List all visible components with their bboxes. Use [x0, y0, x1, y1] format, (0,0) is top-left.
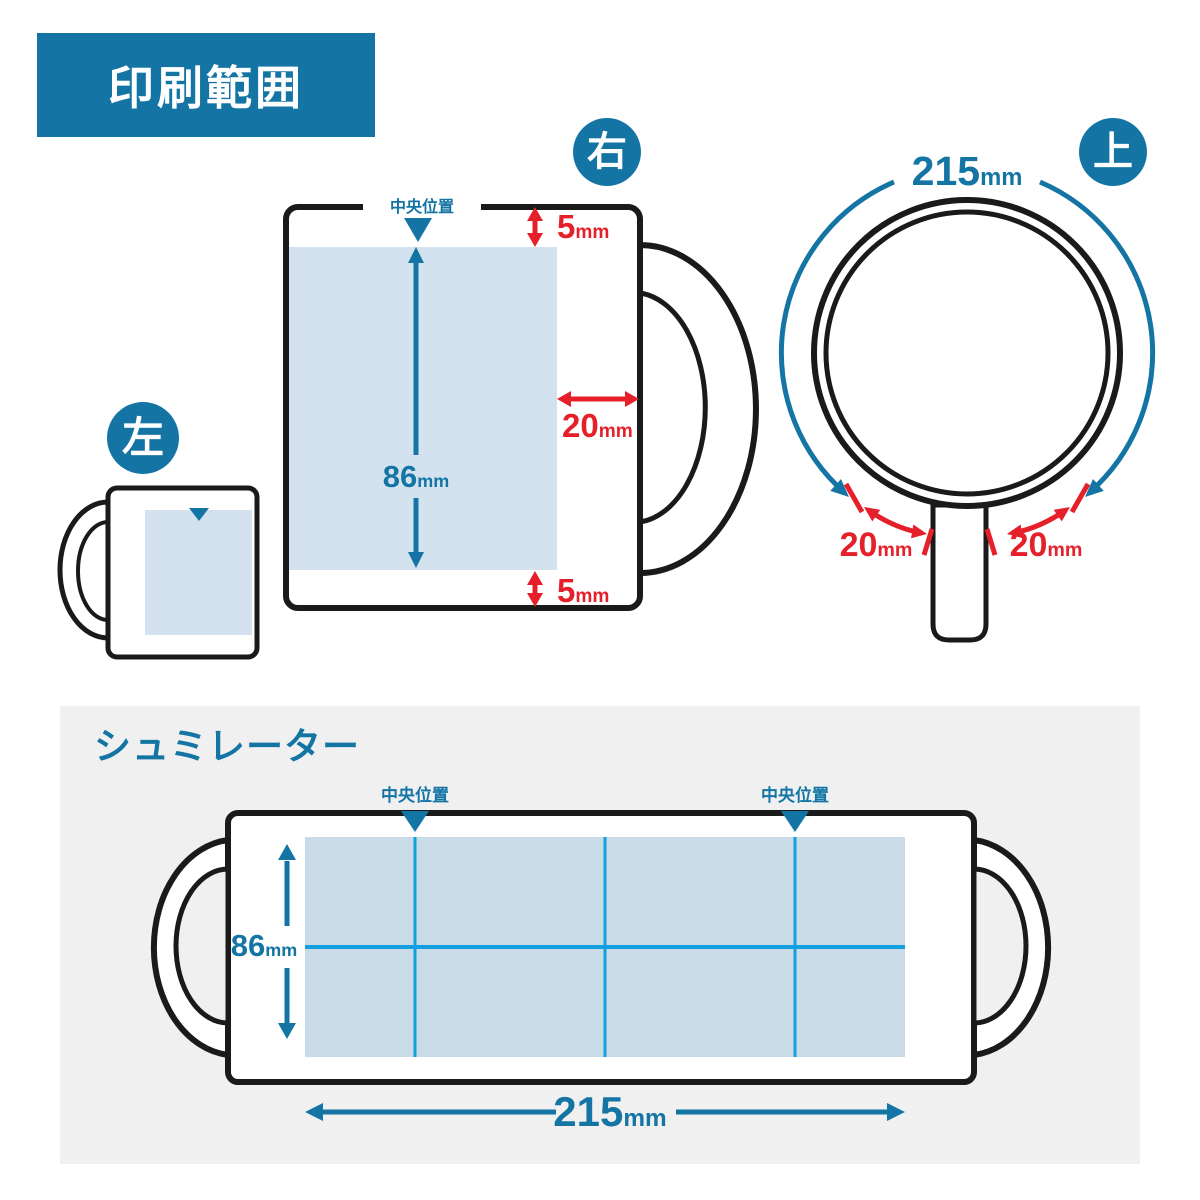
arc-end-tick-right — [1069, 482, 1091, 514]
center-marker-icon — [401, 811, 429, 832]
right-view-badge: 右 — [573, 118, 641, 186]
center-marker-icon — [781, 811, 809, 832]
simulator-title: シュミレーター — [94, 726, 360, 767]
top-view-badge: 上 — [1079, 118, 1147, 186]
height-dimension-arrow — [278, 844, 296, 1039]
print-area — [289, 247, 557, 570]
handle-edge-tick-left — [921, 528, 935, 556]
top-view-mug — [778, 179, 1156, 643]
height-dimension-arrow — [408, 247, 424, 568]
handle-left-gap-label: 20mm — [839, 526, 913, 564]
print-area-grid — [305, 837, 905, 1057]
top-margin-arrow — [527, 207, 543, 247]
mug-handle-top-view — [930, 502, 989, 643]
height-dimension-label: 86mm — [382, 459, 450, 494]
circumference-label: 215mm — [911, 148, 1023, 194]
left-view-mug — [57, 485, 260, 660]
bottom-margin-arrow — [527, 571, 543, 607]
arc-end-tick-left — [843, 482, 865, 514]
center-position-label-2: 中央位置 — [761, 786, 829, 805]
print-range-header: 印刷範囲 — [37, 33, 375, 137]
handle-gap-arrow-right — [1007, 507, 1070, 539]
mug-handle-hole — [76, 520, 110, 622]
mug-handle-left-hole — [173, 866, 231, 1026]
handle-edge-tick-right — [984, 528, 998, 556]
left-view-badge: 左 — [107, 402, 179, 474]
width-dimension-arrow — [305, 1103, 905, 1121]
mug-handle-right-hole — [971, 866, 1029, 1026]
print-area — [145, 510, 252, 635]
handle-right-gap-label: 20mm — [1009, 526, 1083, 564]
center-position-label: 中央位置 — [363, 199, 481, 217]
mug-rim-inner — [823, 209, 1111, 497]
mug-handle-hole — [637, 290, 708, 525]
top-margin-label: 5mm — [557, 208, 610, 245]
circumference-arc — [778, 179, 1156, 497]
bottom-margin-label: 5mm — [557, 572, 610, 609]
side-margin-arrow — [557, 391, 639, 407]
page-title: 印刷範囲 — [108, 62, 304, 114]
handle-gap-arrow-left — [864, 507, 927, 539]
simulator-width-label: 215mm — [553, 1088, 667, 1135]
side-margin-label: 20mm — [562, 407, 633, 444]
simulator-mug — [150, 810, 1052, 1121]
center-marker-icon — [404, 218, 432, 242]
center-position-label-1: 中央位置 — [381, 786, 449, 805]
right-view-mug — [283, 204, 759, 611]
simulator-height-label: 86mm — [230, 928, 298, 963]
center-marker-icon — [189, 508, 209, 521]
